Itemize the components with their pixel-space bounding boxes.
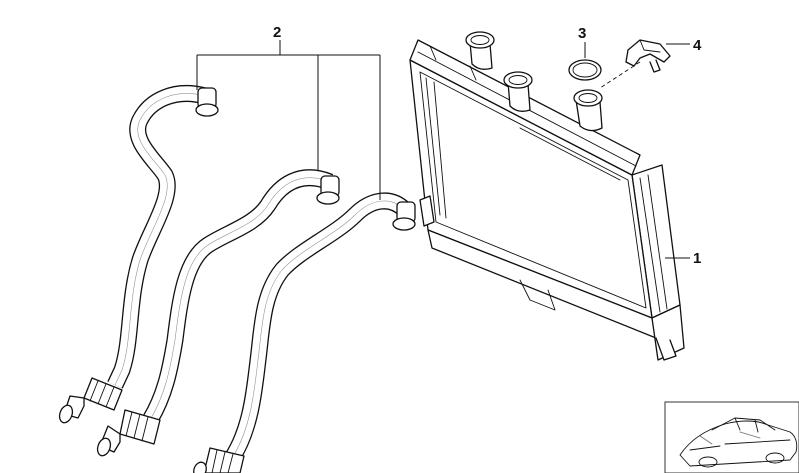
hose-3 [193, 192, 416, 473]
pipe-stub-2 [503, 71, 533, 112]
leader-lines [196, 40, 690, 259]
hose-1-quick-connector [58, 377, 123, 424]
seal-ring [568, 59, 602, 81]
vehicle-locator-thumbnail [664, 401, 799, 473]
hose-1-upper-fitting [195, 87, 219, 117]
hose-2 [96, 169, 340, 457]
retaining-clip [625, 39, 671, 73]
pipe-stub-1 [465, 31, 495, 70]
callout-radiator: 1 [693, 250, 701, 267]
hose-3-quick-connector [193, 447, 245, 473]
hose-2-quick-connector [96, 409, 161, 457]
callout-seal-ring: 3 [578, 25, 586, 42]
hose-1 [58, 85, 219, 424]
car-silhouette-icon [679, 417, 798, 468]
hose-2-upper-fitting [316, 175, 340, 205]
callout-clip: 4 [693, 37, 702, 54]
hose-3-upper-fitting [392, 201, 416, 231]
pipe-stub-3 [573, 89, 603, 132]
callout-hoses: 2 [273, 24, 281, 41]
heater-core [409, 31, 685, 361]
